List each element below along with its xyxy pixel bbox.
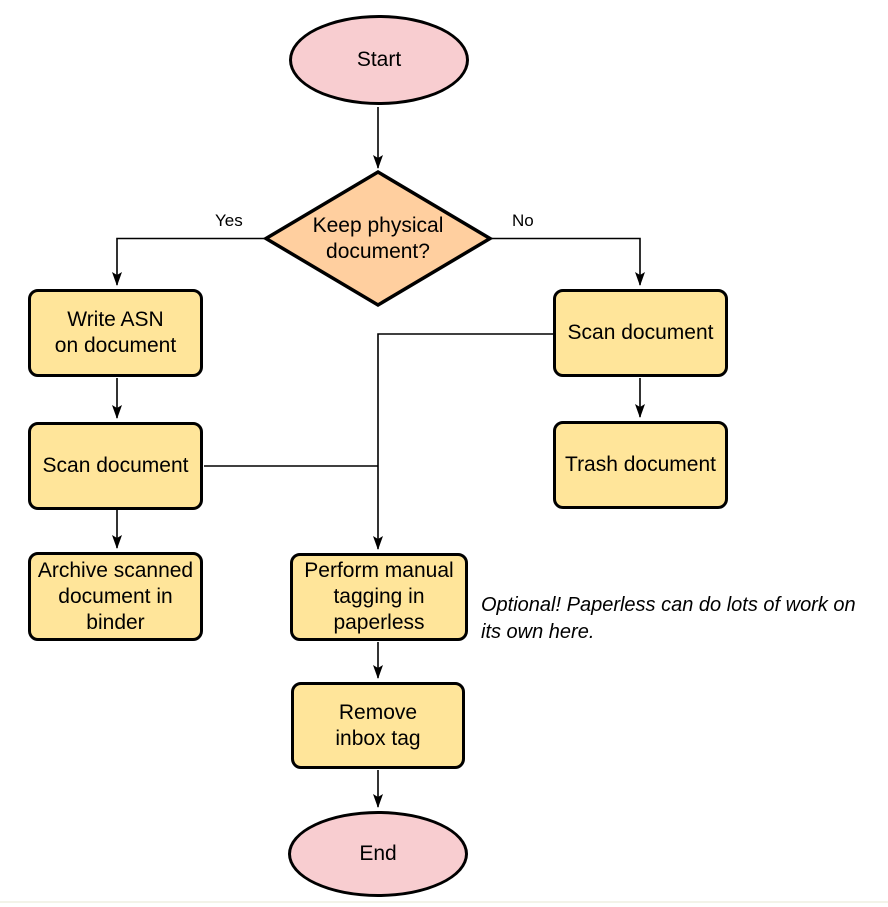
node-end-label: End [359, 842, 397, 865]
node-decision: Keep physical document? [277, 212, 479, 265]
node-trash-document-label: Trash document [565, 453, 716, 476]
node-trash-document: Trash document [553, 421, 728, 509]
node-start-label: Start [356, 48, 402, 71]
node-perform-tagging: Perform manual tagging in paperless [290, 553, 468, 641]
node-write-asn-label: Write ASN on document [54, 308, 177, 357]
node-scan-document-left-label: Scan document [42, 454, 189, 477]
node-scan-document-right-label: Scan document [567, 321, 714, 344]
node-scan-document-right: Scan document [553, 289, 728, 377]
node-archive-scanned: Archive scanned document in binder [28, 552, 203, 641]
annotation-optional-note: Optional! Paperless can do lots of work … [481, 594, 856, 643]
node-scan-document-left: Scan document [28, 422, 203, 510]
node-remove-inbox-tag-label: Remove inbox tag [335, 700, 421, 750]
node-archive-scanned-label: Archive scanned document in binder [37, 558, 194, 634]
edge-label-no: No [510, 211, 536, 230]
node-write-asn: Write ASN on document [28, 289, 203, 377]
edge-label-yes: Yes [213, 211, 245, 230]
edge-scan-right-to-perform-tagging [373, 333, 554, 550]
node-perform-tagging-label: Perform manual tagging in paperless [304, 559, 454, 634]
edge-decision-yes-to-write-asn [112, 237, 266, 286]
node-start: Start [289, 15, 469, 105]
canvas-bottom-edge [0, 901, 888, 903]
edge-decision-no-to-scan-right [490, 237, 645, 286]
node-end: End [288, 811, 468, 897]
decision-diamond-shape [262, 169, 494, 308]
node-decision-label: Keep physical document? [312, 213, 444, 263]
node-remove-inbox-tag: Remove inbox tag [291, 682, 465, 769]
